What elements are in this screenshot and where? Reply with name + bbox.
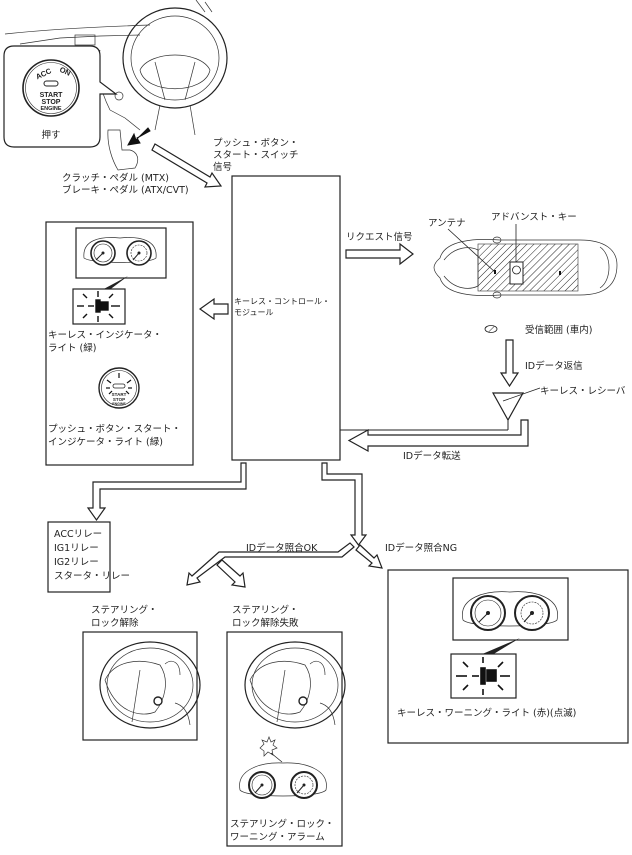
id-ok-fail-branch-arrow <box>216 559 246 588</box>
id-ng-label: IDデータ照合NG <box>385 542 457 554</box>
press-label: 押す <box>41 129 60 141</box>
module-label-line2: モジュール <box>234 308 273 317</box>
push-button-indicator-label-line1: プッシュ・ボタン・スタート・ <box>48 424 181 435</box>
keyless-indicator-label-line1: キーレス・インジケータ・ <box>48 330 162 341</box>
instrument-cluster-icon <box>83 237 157 266</box>
relay-item: スタータ・リレー <box>54 571 130 582</box>
mini-button-start: START <box>112 392 127 397</box>
module-to-verification-arrow <box>321 462 368 546</box>
indicator-box: キーレス・インジケータ・ ライト (緑) START STOP ENGINE プ… <box>45 221 194 466</box>
antenna-label: アンテナ <box>428 218 466 229</box>
pedal-label-mtx: クラッチ・ペダル (MTX) <box>62 172 169 184</box>
steering-unlock-title-line2: ロック解除 <box>91 617 139 629</box>
module-label-line1: キーレス・コントロール・ <box>234 297 330 306</box>
id-ok-arrow <box>186 542 355 586</box>
alarm-burst-icon <box>259 736 278 757</box>
button-line-engine: ENGINE <box>40 106 61 112</box>
steering-wheel-icon <box>244 641 346 729</box>
reception-area <box>477 243 579 292</box>
pedal-label-atx: ブレーキ・ペダル (ATX/CVT) <box>62 184 189 196</box>
keyless-receiver-label: キーレス・レシーバ <box>540 386 626 397</box>
push-button-indicator-icon: START STOP ENGINE <box>98 367 140 409</box>
steering-unlock-fail-title-line2: ロック解除失敗 <box>232 617 299 629</box>
push-button-signal-line3: 信号 <box>213 161 232 173</box>
request-signal-arrow <box>345 242 414 266</box>
id-transfer-label: IDデータ転送 <box>403 450 461 462</box>
module-to-relays-arrow <box>86 462 247 522</box>
reception-range-legend-icon <box>484 325 498 333</box>
push-button-signal-line1: プッシュ・ボタン・ <box>213 138 299 149</box>
steering-alarm-label-line1: ステアリング・ロック・ <box>230 818 334 830</box>
car-top-view-icon <box>433 236 618 299</box>
keyless-receiver-icon <box>491 392 525 422</box>
mini-button-stop: STOP <box>113 397 125 402</box>
button-line-start: START <box>40 92 64 99</box>
id-return-label: IDデータ返信 <box>525 360 583 372</box>
steering-wheel-icon <box>99 641 201 729</box>
id-return-arrow <box>499 339 520 388</box>
relay-item: ACCリレー <box>54 529 102 540</box>
relay-box: ACCリレー IG1リレー IG2リレー スタータ・リレー <box>47 521 130 593</box>
keyless-warning-light-icon <box>456 657 510 695</box>
keyless-indicator-label-line2: ライト (緑) <box>48 342 96 354</box>
instrument-cluster-icon <box>462 591 558 631</box>
mini-button-engine: ENGINE <box>112 402 126 406</box>
keyless-control-module: キーレス・コントロール・ モジュール <box>231 175 341 461</box>
instrument-cluster-icon <box>239 762 327 799</box>
steering-unlock-box <box>82 631 201 741</box>
steering-unlock-fail-box: ステアリング・ロック・ ワーニング・アラーム <box>226 631 346 847</box>
steering-alarm-label-line2: ワーニング・アラーム <box>230 831 325 843</box>
press-pedal-arrow-icon <box>127 127 151 146</box>
relay-item: IG2リレー <box>54 557 99 568</box>
advanced-key-label: アドバンスト・キー <box>491 212 577 223</box>
relay-item: IG1リレー <box>54 543 99 554</box>
pedal-to-module-arrow <box>151 143 223 188</box>
request-signal-label: リクエスト信号 <box>346 231 413 243</box>
module-to-indicators-arrow <box>198 297 229 321</box>
start-stop-button-icon <box>22 59 80 117</box>
id-ok-label: IDデータ照合OK <box>246 542 318 554</box>
button-line-stop: STOP <box>42 99 61 106</box>
steering-unlock-fail-title-line1: ステアリング・ <box>232 604 299 616</box>
advanced-key-icon <box>509 261 524 285</box>
on-label: ON <box>58 65 72 78</box>
push-button-indicator-label-line2: インジケータ・ライト (緑) <box>48 436 163 448</box>
keyless-indicator-light-icon <box>77 291 120 322</box>
start-button-inset: ACC ON START STOP ENGINE 押す <box>3 45 118 148</box>
reception-range-label: 受信範囲 (車内) <box>525 324 592 336</box>
keyless-warning-light-label: キーレス・ワーニング・ライト (赤)(点滅) <box>397 707 576 719</box>
keyless-warning-box: キーレス・ワーニング・ライト (赤)(点滅) <box>387 569 629 744</box>
push-button-signal-line2: スタート・スイッチ <box>213 150 299 161</box>
id-transfer-arrow <box>347 419 529 453</box>
id-ng-arrow <box>355 544 383 569</box>
steering-unlock-title-line1: ステアリング・ <box>91 604 158 616</box>
